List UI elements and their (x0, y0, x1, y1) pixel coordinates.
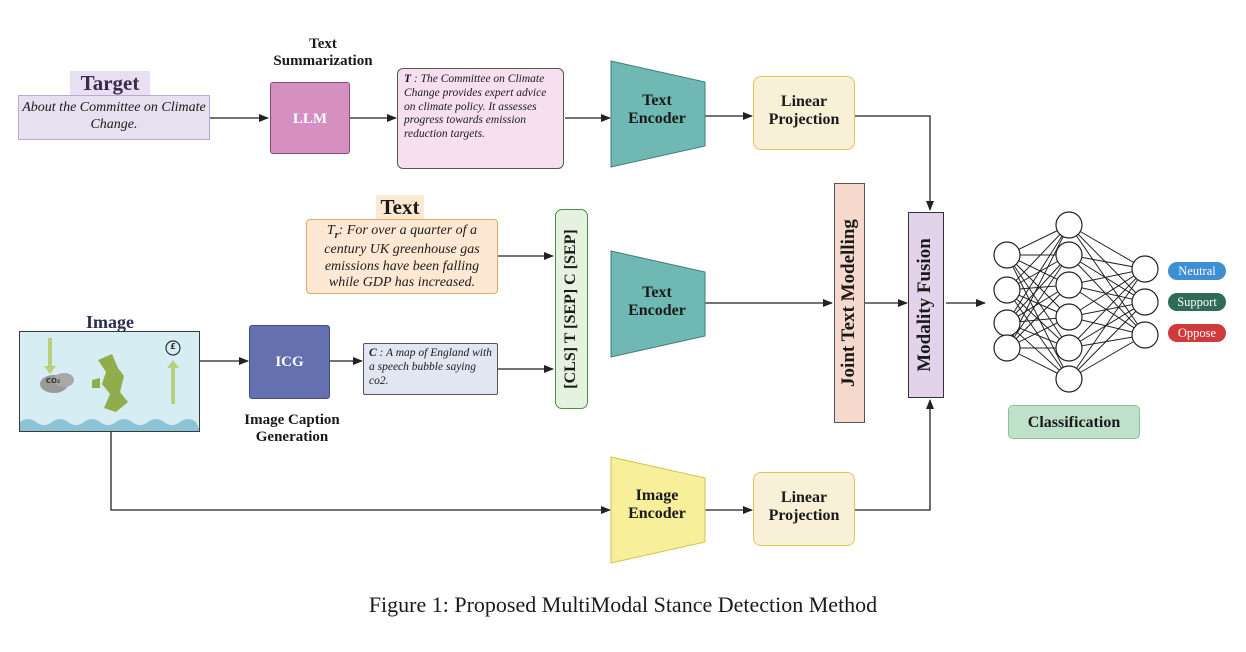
network-edge (1006, 289, 1070, 349)
climate-illustration (20, 338, 199, 431)
text-encoder-top-shape (610, 60, 706, 168)
joint-text-modelling-label: Joint Text Modelling (838, 219, 859, 387)
concat-label: [CLS] T [SEP] C [SEP] (562, 229, 579, 389)
text-input-box: Tr: For over a quarter of a century UK g… (306, 219, 498, 294)
text-heading: Text (376, 195, 424, 220)
class-support: Support (1168, 293, 1226, 311)
caption-text: : A map of England with a speech bubble … (369, 347, 492, 387)
text-encoder-mid-shape (610, 250, 706, 358)
network-node (1131, 255, 1159, 283)
text-encoder-mid-label: Text Encoder (628, 284, 686, 320)
text-prefix: T (326, 223, 335, 238)
target-heading: Target (70, 71, 150, 96)
network-edge (1068, 301, 1146, 380)
class-neutral: Neutral (1168, 262, 1226, 280)
target-text-box: About the Committee on Climate Change. (18, 95, 210, 140)
summary-prefix: T (404, 73, 412, 85)
network-edge (1068, 224, 1146, 270)
network-node (1055, 303, 1083, 331)
image-encoder-label: Image Encoder (628, 487, 686, 523)
caption-prefix: C (369, 347, 377, 359)
text-summarization-heading: Text Summarization (273, 36, 373, 70)
network-node (1131, 288, 1159, 316)
icg-box: ICG (249, 325, 330, 399)
caption-box: C : A map of England with a speech bubbl… (363, 343, 498, 395)
arrow-projection-fusion (855, 115, 934, 211)
network-edge (1006, 224, 1070, 324)
network-edge (1068, 224, 1146, 336)
concat-box (555, 209, 588, 409)
network-edge (1006, 284, 1070, 349)
network-edge (1068, 224, 1146, 303)
network-edge (1068, 254, 1146, 336)
figure-caption: Figure 1: Proposed MultiModal Stance Det… (368, 592, 878, 617)
network-edge (1068, 268, 1146, 349)
modality-fusion-label: Modality Fusion (914, 238, 935, 372)
network-edge (1006, 254, 1070, 349)
class-labels: Neutral Support Oppose (1168, 262, 1226, 342)
network-node (993, 334, 1021, 362)
network-node (1055, 211, 1083, 239)
image-heading: Image (86, 312, 134, 332)
summary-box: T : The Committee on Climate Change prov… (397, 68, 564, 169)
arrow-image-encoder (110, 432, 611, 514)
network-node (993, 276, 1021, 304)
network-edge (1006, 224, 1070, 291)
text-prefix-sub: r (334, 229, 339, 241)
network-edge (1068, 334, 1146, 380)
network-edge (1068, 268, 1146, 380)
co2-cloud-label: CO₂ (45, 377, 61, 385)
pound-icon: £ (170, 342, 176, 351)
modality-fusion-box (908, 212, 944, 398)
network-node (1131, 321, 1159, 349)
text-encoder-top-label: Text Encoder (628, 92, 686, 128)
network-node (993, 309, 1021, 337)
input-image: CO₂ £ (19, 331, 200, 432)
network-node (1055, 271, 1083, 299)
network-edge (1006, 289, 1070, 380)
network-node (1055, 241, 1083, 269)
image-encoder-shape (610, 456, 706, 564)
joint-text-modelling-box (834, 183, 865, 423)
network-edge (1068, 254, 1146, 303)
network-edge (1006, 254, 1070, 324)
text-input-text: : For over a quarter of a century UK gre… (324, 223, 480, 291)
image-caption-generation-heading: Image Caption Generation (244, 412, 340, 446)
network-edge (1068, 301, 1146, 349)
linear-projection-bottom: Linear Projection (753, 472, 855, 546)
network-node (1055, 365, 1083, 393)
arrow-projection-fusion-bottom (855, 399, 934, 511)
classification-box: Classification (1008, 405, 1140, 439)
llm-box: LLM (270, 82, 350, 154)
class-oppose: Oppose (1168, 324, 1226, 342)
network-node (993, 241, 1021, 269)
network-node (1055, 334, 1083, 362)
neural-network (993, 211, 1159, 393)
summary-text: : The Committee on Climate Change provid… (404, 73, 547, 141)
network-edge (1068, 268, 1146, 318)
linear-projection-top: Linear Projection (753, 76, 855, 150)
